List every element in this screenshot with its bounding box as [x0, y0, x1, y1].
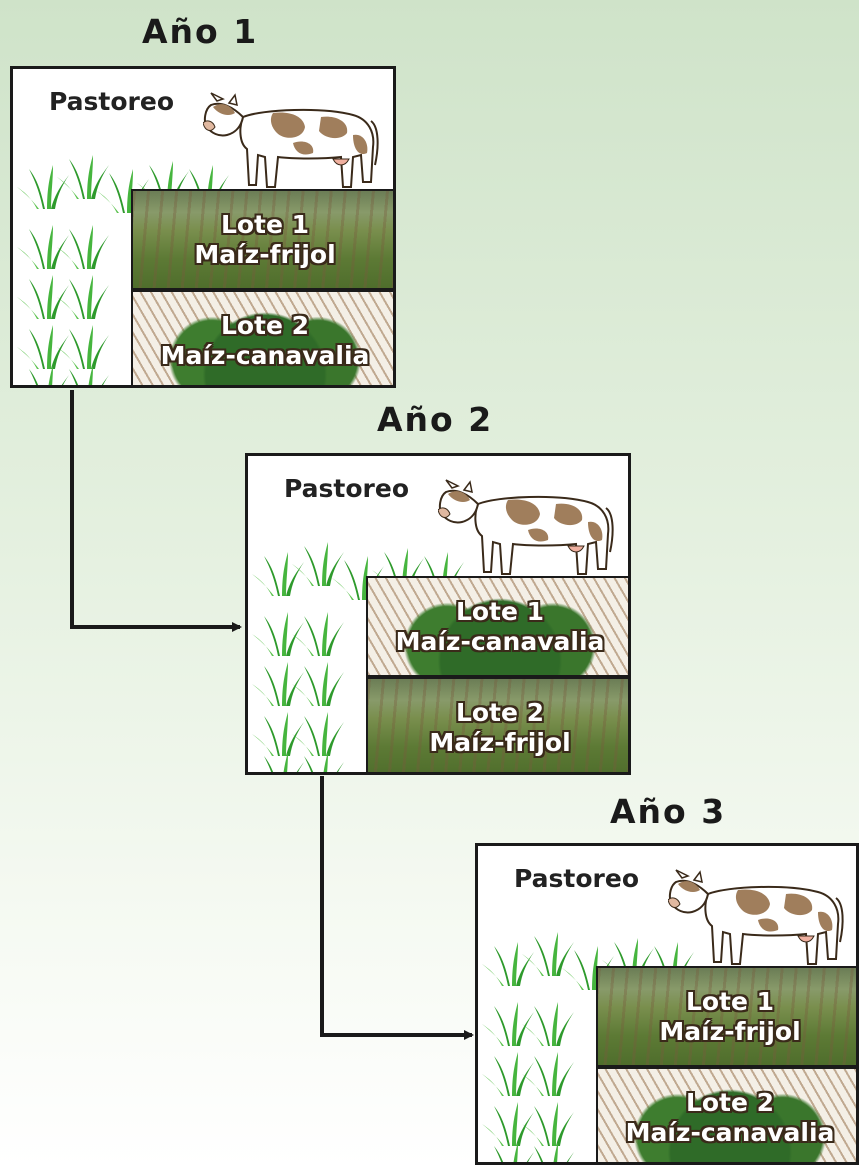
lot-name: Lote 2: [220, 310, 310, 340]
year-2-title: Año 2: [377, 400, 494, 439]
year-3-title: Año 3: [610, 792, 727, 831]
lot-name: Lote 1: [685, 986, 775, 1016]
year-1-lot-2: Lote 2 Maíz-canavalia: [131, 290, 393, 385]
arrow-year1-to-year2: [70, 390, 242, 632]
year-1-panel: Pastoreo Lote 1 Maíz-frijol Lote 2 Maíz-…: [10, 66, 396, 388]
year-3-lot-1: Lote 1 Maíz-frijol: [596, 966, 856, 1067]
lot-crop: Maíz-canavalia: [395, 626, 605, 656]
arrow-year2-to-year3: [320, 776, 474, 1040]
year-2-lot-1: Lote 1 Maíz-canavalia: [366, 576, 628, 677]
pastoreo-label: Pastoreo: [284, 474, 409, 503]
lot-crop: Maíz-canavalia: [160, 340, 370, 370]
pastoreo-label: Pastoreo: [49, 87, 174, 116]
lot-name: Lote 2: [455, 697, 545, 727]
lot-name: Lote 1: [455, 596, 545, 626]
lot-name: Lote 1: [220, 209, 310, 239]
year-3-lot-2: Lote 2 Maíz-canavalia: [596, 1067, 856, 1162]
lot-name: Lote 2: [685, 1087, 775, 1117]
lot-crop: Maíz-frijol: [429, 727, 571, 757]
year-2-lot-2: Lote 2 Maíz-frijol: [366, 677, 628, 772]
lot-crop: Maíz-frijol: [659, 1016, 801, 1046]
lot-crop: Maíz-canavalia: [625, 1117, 835, 1147]
lot-crop: Maíz-frijol: [194, 239, 336, 269]
year-2-panel: Pastoreo Lote 1 Maíz-canavalia Lote 2 Ma…: [245, 453, 631, 775]
year-1-lot-1: Lote 1 Maíz-frijol: [131, 189, 393, 290]
pastoreo-label: Pastoreo: [514, 864, 639, 893]
year-1-title: Año 1: [142, 12, 259, 51]
year-3-panel: Pastoreo Lote 1 Maíz-frijol Lote 2 Maíz-…: [475, 843, 859, 1165]
